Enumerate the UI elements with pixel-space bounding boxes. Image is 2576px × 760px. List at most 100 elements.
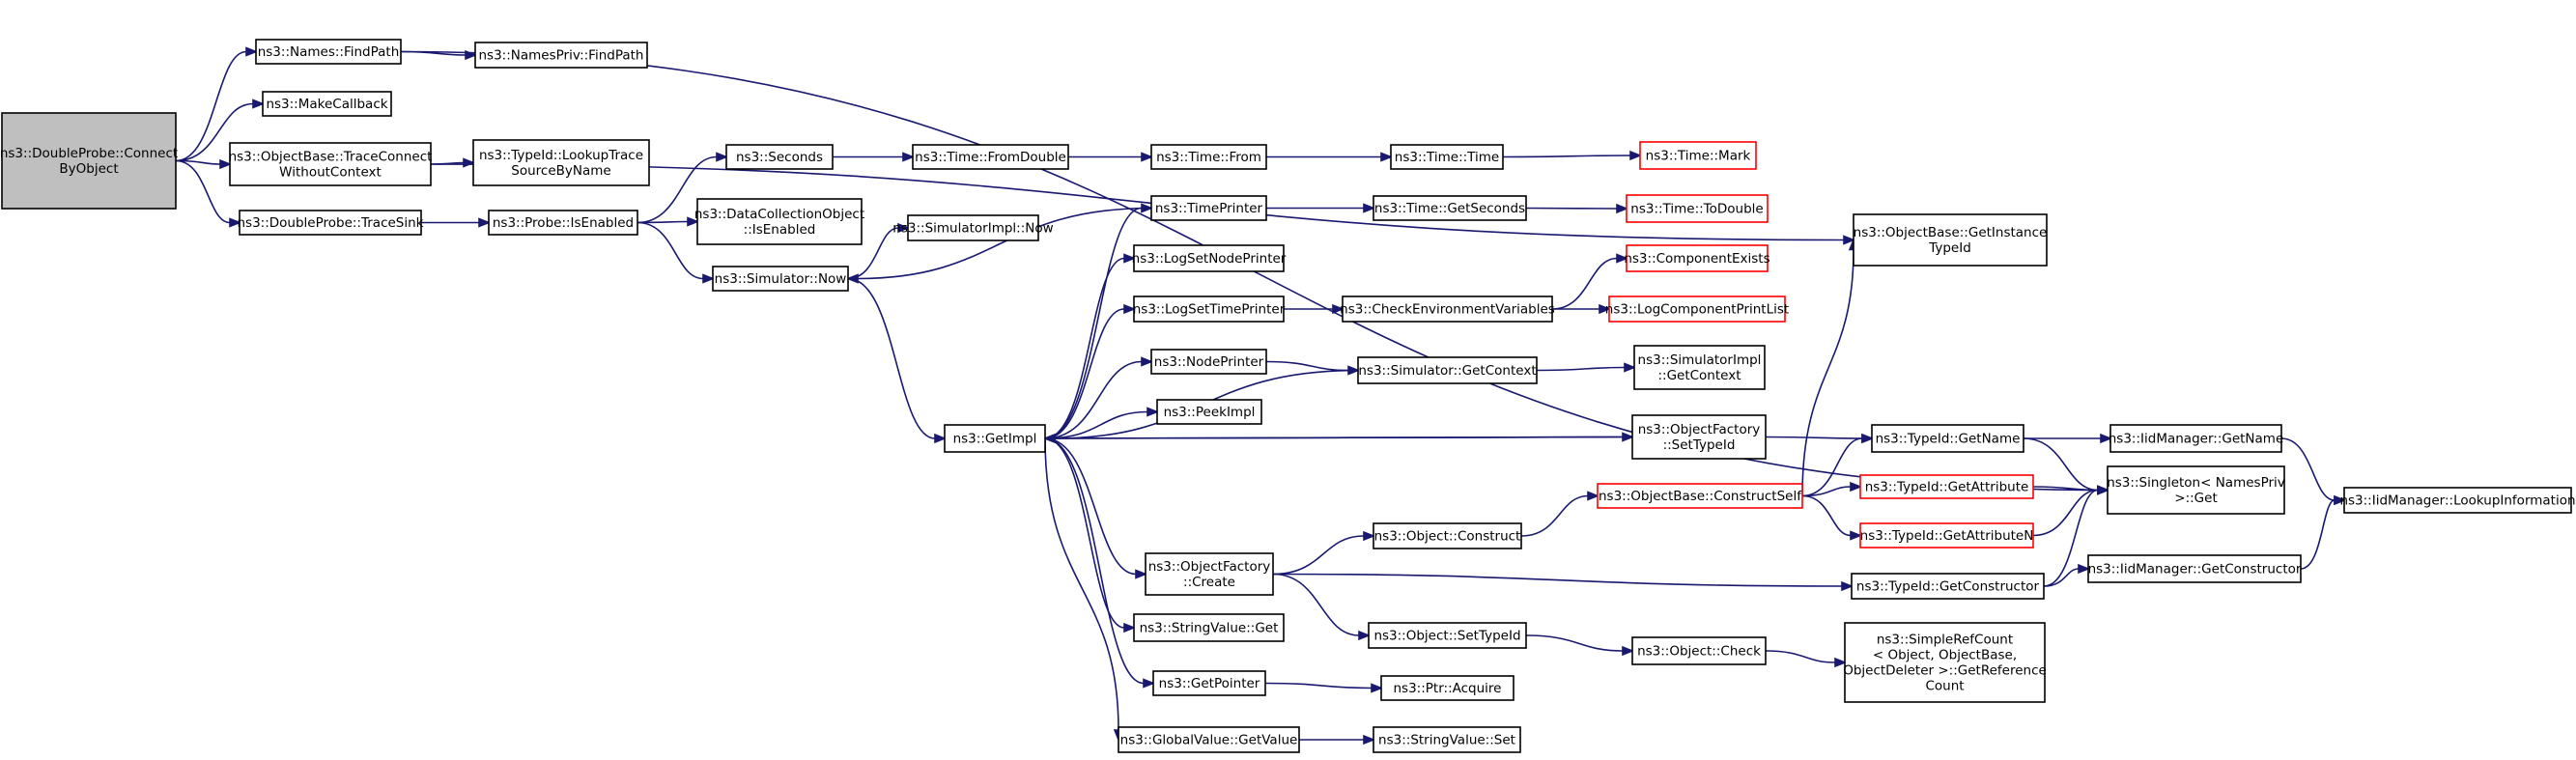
node-iidmanager-lookupinfo[interactable]: ns3::IidManager::LookupInformation	[2339, 487, 2576, 514]
node-box[interactable]	[1133, 244, 1285, 272]
node-peekimpl[interactable]: ns3::PeekImpl	[1156, 399, 1262, 425]
node-box[interactable]	[1150, 144, 1267, 170]
node-box[interactable]	[474, 42, 648, 69]
node-ptr-acquire[interactable]: ns3::Ptr::Acquire	[1380, 675, 1514, 701]
node-time-getseconds[interactable]: ns3::Time::GetSeconds	[1373, 195, 1527, 221]
node-box[interactable]	[1851, 573, 2045, 600]
node-box[interactable]	[1145, 552, 1274, 596]
node-box[interactable]	[1626, 194, 1769, 223]
node-box[interactable]	[229, 142, 432, 186]
node-box[interactable]	[1390, 144, 1504, 170]
node-time-fromdouble[interactable]: ns3::Time::FromDouble	[912, 144, 1069, 170]
node-box[interactable]	[1859, 522, 2034, 549]
node-stringvalue-get[interactable]: ns3::StringValue::Get	[1133, 613, 1285, 642]
node-objfactory-create[interactable]: ns3::ObjectFactory::Create	[1145, 552, 1274, 596]
node-simplerefcount[interactable]: ns3::SimpleRefCount< Object, ObjectBase,…	[1843, 622, 2047, 703]
node-getimpl[interactable]: ns3::GetImpl	[944, 424, 1046, 453]
node-box[interactable]	[1380, 675, 1514, 701]
node-objfactory-settypeid[interactable]: ns3::ObjectFactory::SetTypeId	[1631, 414, 1767, 460]
node-box[interactable]	[1373, 726, 1521, 753]
node-objbase-traceconnect[interactable]: ns3::ObjectBase::TraceConnectWithoutCont…	[229, 142, 433, 186]
node-box[interactable]	[2087, 554, 2302, 583]
node-simulator-getcontext[interactable]: ns3::Simulator::GetContext	[1357, 356, 1538, 384]
node-getpointer[interactable]: ns3::GetPointer	[1152, 670, 1266, 696]
node-objbase-constructself[interactable]: ns3::ObjectBase::ConstructSelf	[1597, 483, 1803, 509]
node-box[interactable]	[1368, 622, 1527, 649]
node-iidmanager-getname[interactable]: ns3::IidManager::GetName	[2109, 424, 2284, 453]
node-object-settypeid[interactable]: ns3::Object::SetTypeId	[1368, 622, 1527, 649]
node-typeid-getconstructor[interactable]: ns3::TypeId::GetConstructor	[1851, 573, 2045, 600]
node-box[interactable]	[472, 139, 650, 186]
node-simimpl-now[interactable]: ns3::SimulatorImpl::Now	[892, 214, 1054, 241]
node-simimpl-getcontext[interactable]: ns3::SimulatorImpl::GetContext	[1633, 345, 1766, 390]
node-box[interactable]	[239, 210, 422, 236]
node-box[interactable]	[1, 112, 177, 210]
node-typeid-getname[interactable]: ns3::TypeId::GetName	[1871, 424, 2024, 453]
node-names-findpath[interactable]: ns3::Names::FindPath	[255, 39, 402, 65]
node-time-mark[interactable]: ns3::Time::Mark	[1639, 141, 1757, 170]
node-box[interactable]	[1844, 622, 2046, 703]
node-box[interactable]	[1118, 726, 1300, 753]
node-checkenvvars[interactable]: ns3::CheckEnvironmentVariables	[1340, 296, 1555, 323]
node-componentexists[interactable]: ns3::ComponentExists	[1624, 244, 1770, 272]
node-box[interactable]	[1133, 296, 1285, 323]
node-stringvalue-set[interactable]: ns3::StringValue::Set	[1373, 726, 1521, 753]
node-seconds[interactable]: ns3::Seconds	[725, 144, 834, 170]
node-box[interactable]	[1357, 356, 1538, 384]
node-datacollection-isenabled[interactable]: ns3::DataCollectionObject::IsEnabled	[694, 198, 864, 245]
node-box[interactable]	[1152, 670, 1266, 696]
node-box[interactable]	[944, 424, 1046, 453]
node-box[interactable]	[2109, 424, 2282, 453]
node-box[interactable]	[1871, 424, 2024, 453]
node-time-time[interactable]: ns3::Time::Time	[1390, 144, 1504, 170]
node-box[interactable]	[1150, 349, 1267, 375]
node-box[interactable]	[1631, 414, 1767, 460]
node-makecallback[interactable]: ns3::MakeCallback	[262, 91, 392, 117]
node-time-todouble[interactable]: ns3::Time::ToDouble	[1626, 194, 1769, 223]
node-globalvalue-getvalue[interactable]: ns3::GlobalValue::GetValue	[1118, 726, 1300, 753]
node-box[interactable]	[725, 144, 834, 170]
node-doubleprobe-tracesink[interactable]: ns3::DoubleProbe::TraceSink	[237, 210, 424, 236]
node-box[interactable]	[1633, 345, 1766, 390]
node-box[interactable]	[1373, 195, 1527, 221]
node-box[interactable]	[1373, 522, 1522, 549]
node-box[interactable]	[1156, 399, 1262, 425]
node-time-from[interactable]: ns3::Time::From	[1150, 144, 1267, 170]
node-box[interactable]	[2343, 487, 2572, 514]
node-singleton-get[interactable]: ns3::Singleton< NamesPriv >::Get	[2107, 465, 2285, 515]
node-box[interactable]	[1631, 636, 1767, 665]
node-box[interactable]	[1150, 195, 1267, 221]
node-box[interactable]	[1597, 483, 1803, 509]
node-object-check[interactable]: ns3::Object::Check	[1631, 636, 1767, 665]
node-typeid-getattributen[interactable]: ns3::TypeId::GetAttributeN	[1859, 522, 2034, 549]
node-box[interactable]	[696, 198, 863, 245]
node-box[interactable]	[262, 91, 392, 117]
node-logsettimeprinter[interactable]: ns3::LogSetTimePrinter	[1133, 296, 1286, 323]
node-box[interactable]	[2107, 465, 2285, 515]
node-box[interactable]	[1626, 244, 1769, 272]
node-box[interactable]	[1608, 296, 1786, 323]
node-logcomponentprintlist[interactable]: ns3::LogComponentPrintList	[1605, 296, 1789, 323]
node-box[interactable]	[1342, 296, 1553, 323]
node-box[interactable]	[712, 266, 849, 292]
node-box[interactable]	[907, 214, 1039, 241]
node-timeprinter[interactable]: ns3::TimePrinter	[1150, 195, 1267, 221]
node-probe-isenabled[interactable]: ns3::Probe::IsEnabled	[488, 210, 638, 236]
node-object-construct[interactable]: ns3::Object::Construct	[1373, 522, 1522, 549]
node-box[interactable]	[1639, 141, 1757, 170]
node-nodeprinter[interactable]: ns3::NodePrinter	[1150, 349, 1267, 375]
node-box[interactable]	[912, 144, 1069, 170]
node-iidmanager-getconstructor[interactable]: ns3::IidManager::GetConstructor	[2087, 554, 2302, 583]
node-box[interactable]	[1859, 474, 2034, 499]
node-box[interactable]	[255, 39, 402, 65]
node-logsetnodeprinter[interactable]: ns3::LogSetNodePrinter	[1132, 244, 1287, 272]
node-box[interactable]	[488, 210, 638, 236]
node-box[interactable]	[1133, 613, 1285, 642]
node-simulator-now[interactable]: ns3::Simulator::Now	[712, 266, 849, 292]
node-box[interactable]	[1853, 213, 2048, 267]
node-namespriv-findpath[interactable]: ns3::NamesPriv::FindPath	[474, 42, 648, 69]
node-typeid-getattribute[interactable]: ns3::TypeId::GetAttribute	[1859, 474, 2034, 499]
